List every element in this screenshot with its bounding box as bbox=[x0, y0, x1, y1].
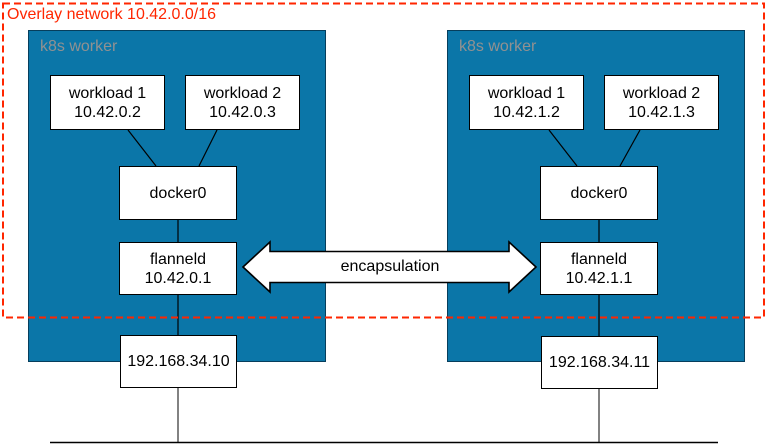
docker0-box-right: docker0 bbox=[540, 166, 658, 220]
workload1-box-left: workload 1 10.42.0.2 bbox=[50, 75, 165, 130]
host-ip: 192.168.34.10 bbox=[127, 353, 230, 370]
flanneld-name: flanneld bbox=[570, 250, 628, 268]
workload-ip: 10.42.0.2 bbox=[74, 103, 141, 121]
host-ip: 192.168.34.11 bbox=[548, 354, 651, 371]
bridge-name: docker0 bbox=[149, 184, 207, 202]
bridge-name: docker0 bbox=[570, 184, 628, 202]
workload-ip: 10.42.1.3 bbox=[628, 103, 695, 121]
workload-ip: 10.42.0.3 bbox=[209, 103, 276, 121]
workload2-box-right: workload 2 10.42.1.3 bbox=[604, 75, 719, 130]
flanneld-name: flanneld bbox=[149, 250, 207, 268]
workload-name: workload 1 bbox=[487, 84, 566, 102]
host-ip-box-right: 192.168.34.11 bbox=[541, 336, 658, 389]
flanneld-ip: 10.42.1.1 bbox=[565, 269, 633, 287]
worker-title-left: k8s worker bbox=[40, 38, 118, 55]
workload-ip: 10.42.1.2 bbox=[493, 103, 560, 121]
host-ip-box-left: 192.168.34.10 bbox=[120, 335, 237, 388]
encapsulation-label: encapsulation bbox=[340, 258, 440, 275]
workload-name: workload 2 bbox=[622, 84, 701, 102]
workload2-box-left: workload 2 10.42.0.3 bbox=[185, 75, 300, 130]
workload-name: workload 2 bbox=[203, 84, 282, 102]
workload-name: workload 1 bbox=[68, 84, 147, 102]
flanneld-box-left: flanneld 10.42.0.1 bbox=[119, 242, 237, 295]
overlay-network-title: Overlay network 10.42.0.0/16 bbox=[7, 6, 217, 23]
workload1-box-right: workload 1 10.42.1.2 bbox=[469, 75, 584, 130]
worker-title-right: k8s worker bbox=[459, 38, 537, 55]
flanneld-ip: 10.42.0.1 bbox=[144, 269, 212, 287]
flanneld-box-right: flanneld 10.42.1.1 bbox=[540, 242, 658, 295]
docker0-box-left: docker0 bbox=[119, 166, 237, 220]
